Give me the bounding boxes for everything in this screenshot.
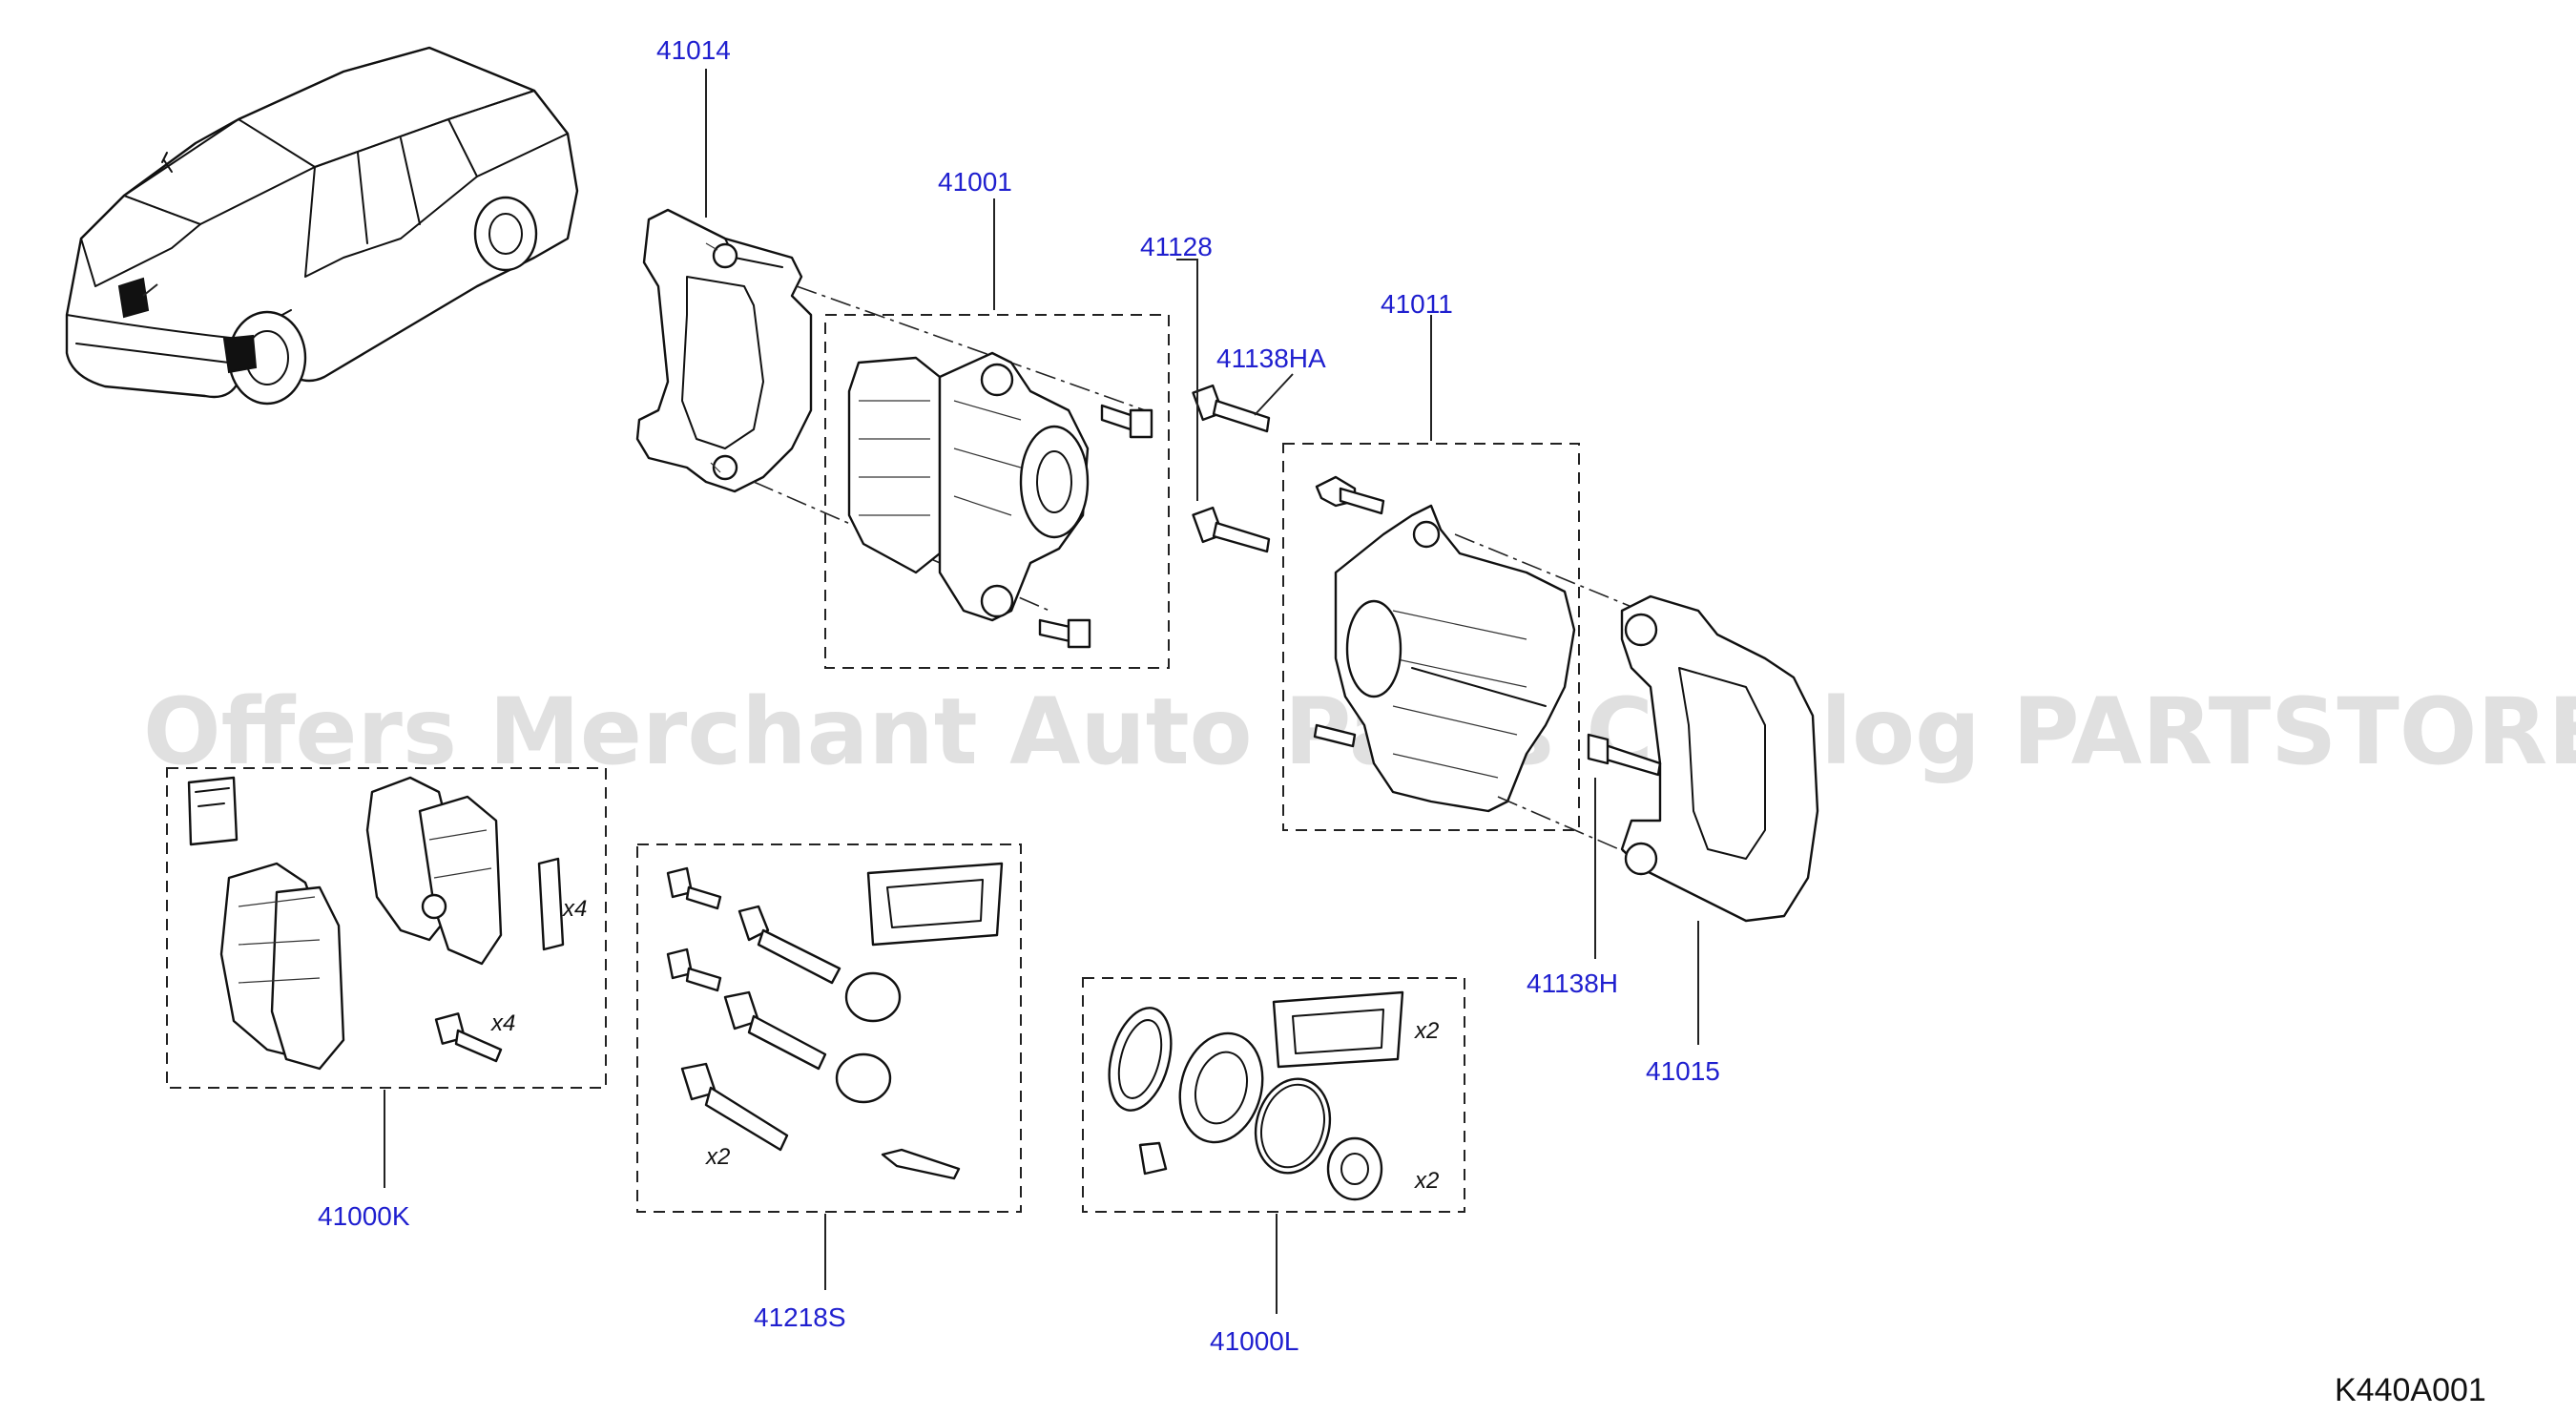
callout-41011: 41011 [1381, 289, 1453, 319]
brake-caliper-right-icon [1313, 475, 1576, 813]
callout-41015: 41015 [1646, 1056, 1720, 1086]
caliper-bracket-front-icon [635, 208, 813, 493]
callout-41128: 41128 [1140, 232, 1213, 261]
qty-seal-boot: x2 [1414, 1168, 1439, 1194]
assembly-chain-line [796, 285, 1146, 411]
caliper-assembly-box [824, 314, 1170, 669]
grease-pack-icon [866, 862, 1004, 947]
seal-kit-box [1082, 977, 1465, 1213]
vehicle-locator-icon [65, 46, 579, 406]
callout-41138ha: 41138HA [1216, 344, 1326, 373]
qty-seal-grease: x2 [1414, 1018, 1439, 1044]
bolt-icon [1192, 384, 1271, 553]
seal-icon [1108, 990, 1404, 1201]
callout-41138h: 41138H [1527, 968, 1618, 998]
assembly-chain-line [1497, 796, 1642, 860]
pad-kit-box [166, 767, 607, 1089]
callout-41000l: 41000L [1210, 1326, 1298, 1356]
caliper-assembly-right-box [1282, 443, 1580, 831]
guide-pin-icon [666, 862, 1004, 1180]
callout-41014: 41014 [656, 35, 731, 65]
callout-41000k: 41000K [318, 1201, 410, 1231]
brake-caliper-icon [847, 351, 1153, 649]
assembly-chain-line [1454, 533, 1642, 612]
qty-pad-shim: x4 [562, 896, 587, 922]
pin-kit-box [636, 843, 1022, 1213]
brake-pad-icon [187, 776, 565, 1071]
caliper-bracket-rear-icon [1587, 594, 1819, 923]
leader-lines [384, 69, 1699, 1314]
qty-pad-bolt: x4 [490, 1010, 515, 1036]
callout-41001: 41001 [938, 167, 1012, 197]
qty-pin-kit: x2 [705, 1144, 730, 1170]
callout-41218s: 41218S [754, 1302, 846, 1332]
diagram-code: K440A001 [2335, 1372, 2486, 1408]
